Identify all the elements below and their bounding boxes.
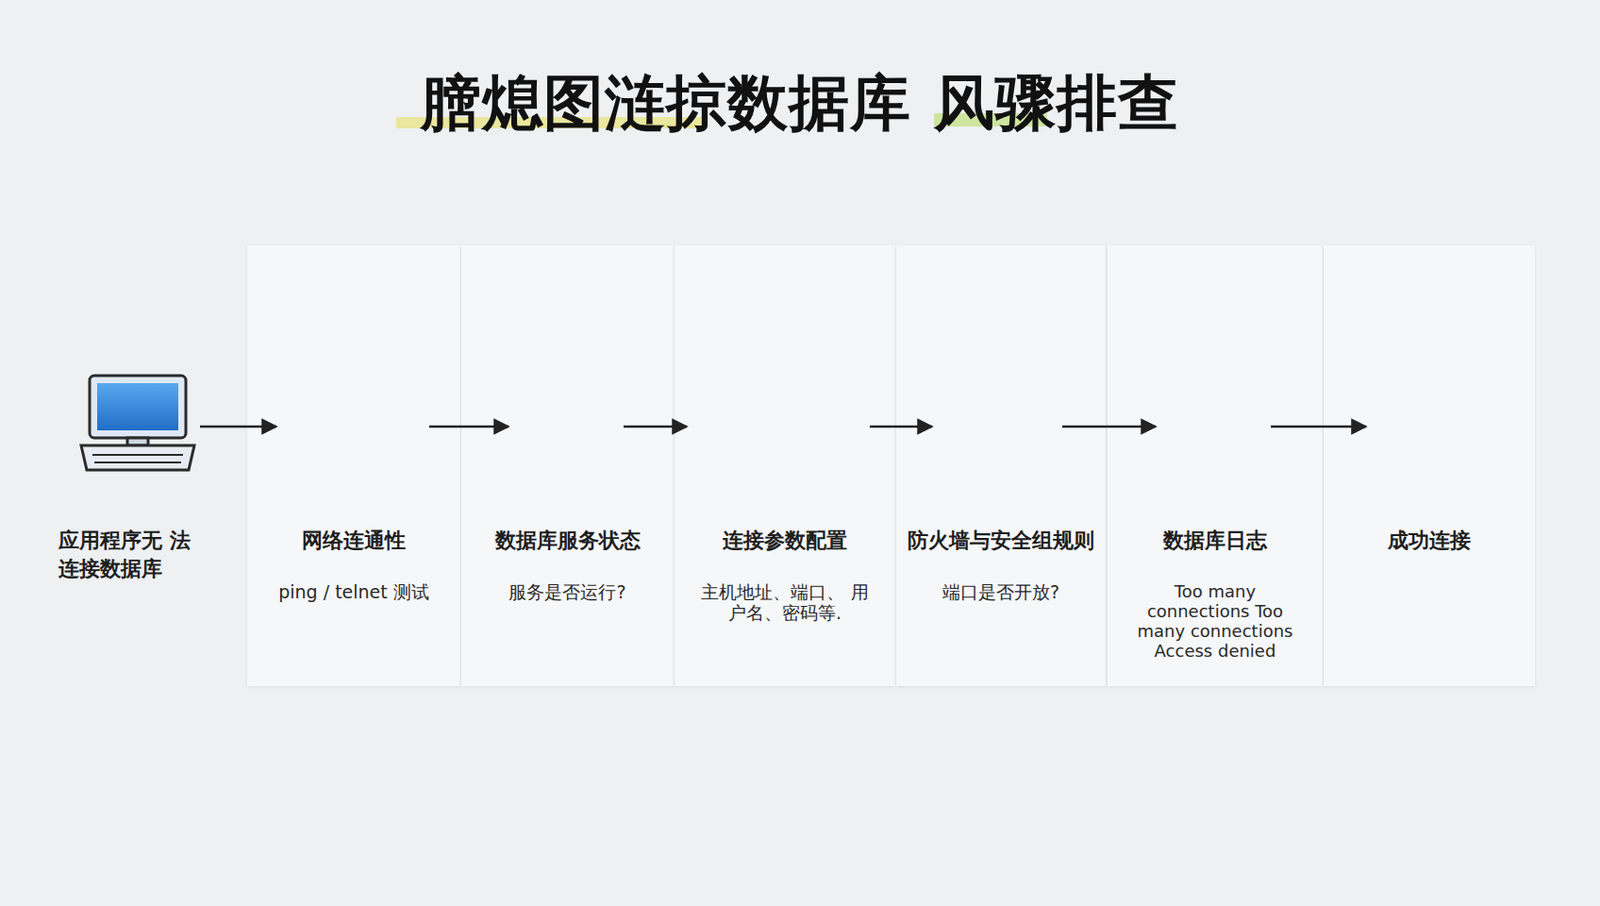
step-title: 应用程序无 法连接数据库 <box>58 526 200 584</box>
step-panel: 数据库日志 Too many connections Too many conne… <box>1107 245 1323 686</box>
title: 膪熄图涟掠数据库 风骤排查 <box>0 62 1600 145</box>
step-title: 成功连接 <box>1323 526 1535 555</box>
step-detail: ping / telnet 测试 <box>260 581 448 602</box>
step-panel: 网络连通性 ping / telnet 测试 <box>247 245 461 686</box>
step-panel: 防火墙与安全组规则端口是否开放? <box>896 245 1106 686</box>
step-panel: 数据库服务状态服务是否运行? <box>461 245 674 686</box>
step-detail: 主机地址、端口、 用户名、密码等. <box>687 581 883 623</box>
step-title: 数据库日志 <box>1107 526 1323 555</box>
step-title: 防火墙与安全组规则 <box>896 526 1106 555</box>
step-title: 连接参数配置 <box>674 526 896 555</box>
step-title: 数据库服务状态 <box>461 526 674 555</box>
step-panel: 连接参数配置主机地址、端口、 用户名、密码等. <box>674 245 896 686</box>
step-title: 网络连通性 <box>247 526 461 555</box>
step-panel: 成功连接 <box>1323 245 1535 686</box>
step-detail: Too many connections Too many connection… <box>1115 581 1316 661</box>
computer-icon <box>81 375 195 470</box>
step-detail: 服务是否运行? <box>474 581 661 602</box>
step-detail: 端口是否开放? <box>909 581 1093 602</box>
step-panel: 应用程序无 法连接数据库 <box>58 245 248 686</box>
